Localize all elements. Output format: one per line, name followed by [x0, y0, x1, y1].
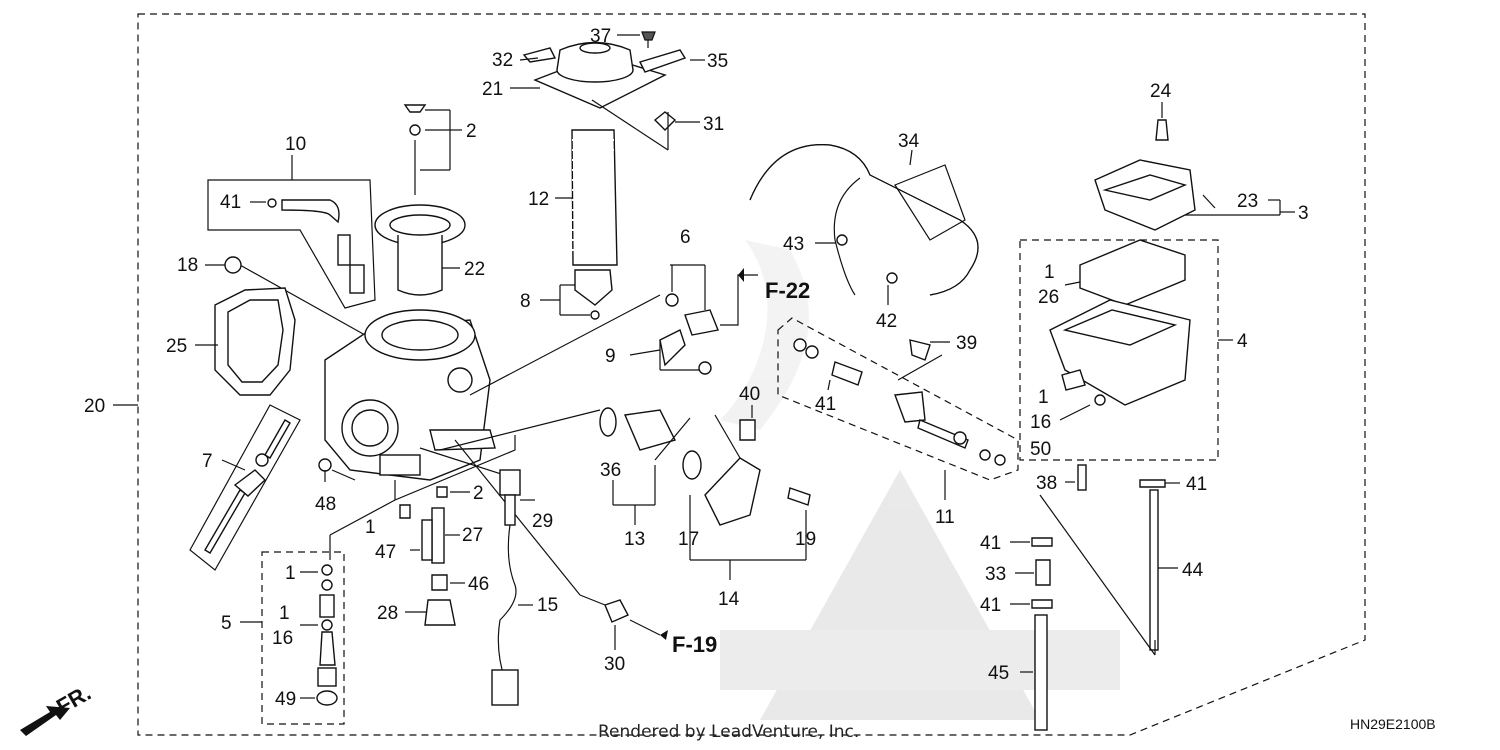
- spring-12: [571, 129, 618, 266]
- middle-jets: [399, 486, 470, 626]
- callout-41-left: 41: [220, 192, 241, 213]
- callout-16-bowl: 16: [1030, 412, 1051, 433]
- callout-28: 28: [377, 603, 398, 624]
- callout-1-jet: 1: [285, 563, 296, 584]
- callout-41-mid: 41: [815, 394, 836, 415]
- callout-21: 21: [482, 79, 503, 100]
- callout-27: 27: [462, 525, 483, 546]
- callout-8: 8: [520, 291, 531, 312]
- callout-22: 22: [464, 259, 485, 280]
- group-7-screw: [189, 404, 301, 571]
- callout-50: 50: [1030, 439, 1051, 460]
- callout-37: 37: [590, 26, 611, 47]
- footer-credit: Rendered by LeadVenture, Inc.: [598, 722, 859, 742]
- front-direction-arrow: [20, 706, 70, 736]
- callout-44: 44: [1182, 560, 1204, 581]
- parts-6-9: [629, 264, 758, 375]
- callout-3: 3: [1298, 203, 1309, 224]
- group-5-jets: [240, 551, 345, 725]
- callout-1-mid: 1: [365, 517, 376, 538]
- callout-11: 11: [935, 507, 955, 528]
- diagram-code: HN29E2100B: [1350, 716, 1436, 732]
- leaders-left-top: [205, 155, 366, 336]
- callout-4: 4: [1237, 331, 1248, 352]
- ref-f19: F-19: [672, 632, 717, 657]
- callout-49: 49: [275, 689, 296, 710]
- callout-15: 15: [537, 595, 558, 616]
- ref-f22: F-22: [765, 278, 810, 303]
- callout-20: 20: [84, 396, 105, 417]
- callout-45: 45: [988, 663, 1009, 684]
- tube-34: [749, 144, 979, 305]
- callout-34: 34: [898, 131, 920, 152]
- callout-48: 48: [315, 494, 336, 515]
- callout-18: 18: [177, 255, 198, 276]
- callout-23: 23: [1237, 191, 1258, 212]
- callout-24: 24: [1150, 81, 1172, 102]
- callout-14: 14: [718, 589, 740, 610]
- callout-labels: 37 32 35 21 31 12 8 6 9 10 41 2 22 18 25…: [84, 26, 1309, 710]
- callout-32: 32: [492, 50, 513, 71]
- callout-47: 47: [375, 542, 396, 563]
- carburetor-body: [324, 309, 496, 481]
- callout-26: 26: [1038, 287, 1059, 308]
- screw-18: [224, 256, 242, 274]
- assembly-frame: [137, 13, 1366, 736]
- cover-25: [195, 287, 296, 396]
- callout-1-jet-2: 1: [279, 603, 290, 624]
- callout-2-mid: 2: [473, 483, 484, 504]
- nipple-30: [604, 599, 668, 650]
- callout-16-jet: 16: [272, 628, 293, 649]
- callout-42: 42: [876, 311, 897, 332]
- callout-6: 6: [680, 227, 691, 248]
- needle-2: [403, 104, 462, 195]
- callout-1-bowl: 1: [1044, 262, 1055, 283]
- callout-31: 31: [703, 114, 724, 135]
- drain-tubes: [1010, 479, 1180, 731]
- carb-top-cap: [533, 41, 667, 109]
- callout-7: 7: [202, 451, 213, 472]
- callout-19: 19: [795, 529, 816, 550]
- callout-25: 25: [166, 336, 187, 357]
- float-chamber-top: [1094, 102, 1295, 231]
- callout-36: 36: [600, 460, 621, 481]
- callout-29: 29: [532, 511, 553, 532]
- piston-valve-8: [574, 269, 613, 320]
- screw-48: [318, 458, 356, 482]
- callout-5: 5: [221, 613, 232, 634]
- callout-41-tube-2: 41: [980, 595, 1001, 616]
- callout-35: 35: [707, 51, 728, 72]
- callout-9: 9: [605, 346, 616, 367]
- diaphragm-22: [374, 204, 466, 296]
- callout-17: 17: [678, 529, 699, 550]
- callout-30: 30: [604, 654, 625, 675]
- callout-1-bowl-2: 1: [1038, 387, 1049, 408]
- callout-41-tube: 41: [980, 533, 1001, 554]
- callout-39: 39: [956, 333, 977, 354]
- group-10-frame: [207, 179, 376, 309]
- callout-33: 33: [985, 564, 1006, 585]
- group-11-frame: [777, 317, 1019, 500]
- throttle-sensor-parts: [599, 405, 811, 580]
- callout-2-top: 2: [466, 121, 477, 142]
- screw-39: [909, 339, 950, 361]
- honda-watermark: [720, 240, 1120, 720]
- callout-46: 46: [468, 574, 489, 595]
- callout-43: 43: [783, 234, 804, 255]
- callout-10: 10: [285, 134, 306, 155]
- leaders-top: [510, 34, 705, 316]
- sensor-cable: [491, 469, 535, 706]
- callout-41-right: 41: [1186, 474, 1207, 495]
- float-bowl-group: [1019, 239, 1233, 491]
- callout-12: 12: [528, 189, 549, 210]
- callout-13: 13: [624, 529, 645, 550]
- reference-labels: F-22 F-19: [672, 278, 810, 657]
- callout-40: 40: [739, 384, 760, 405]
- callout-38: 38: [1036, 473, 1057, 494]
